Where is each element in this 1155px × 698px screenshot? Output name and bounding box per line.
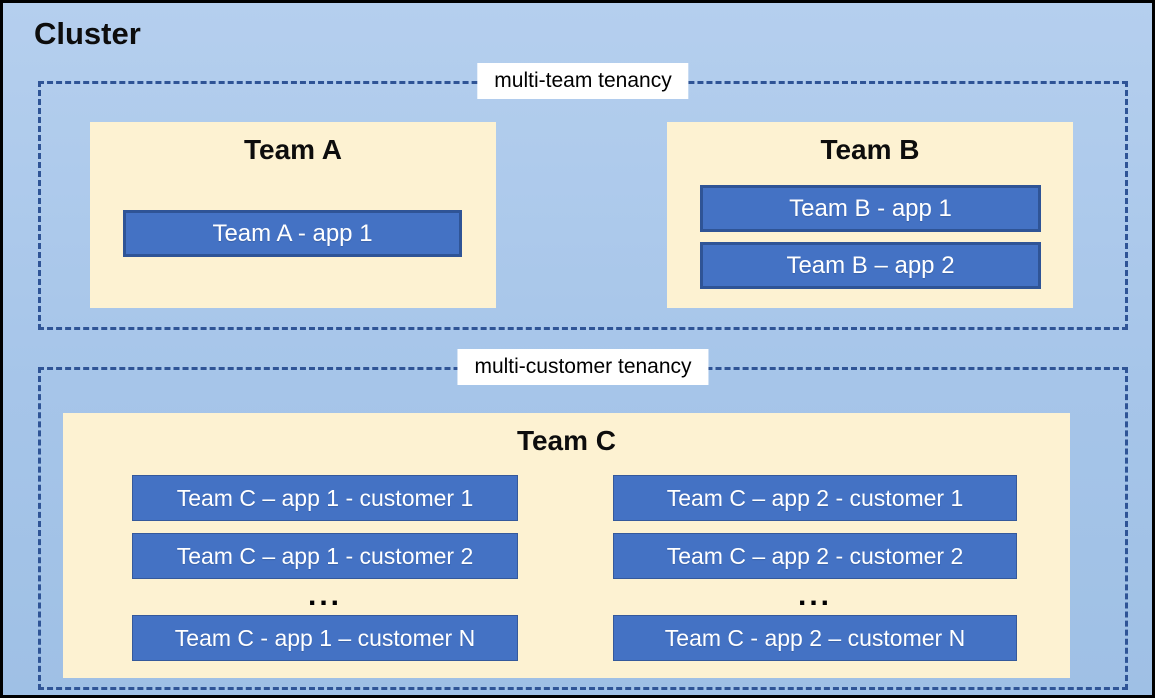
- team-b-app-1-box: Team B - app 1: [700, 185, 1041, 232]
- team-b-title: Team B: [820, 134, 920, 165]
- team-c-app2-customer1-box: Team C – app 2 - customer 1: [613, 475, 1017, 521]
- team-c-app1-customer2-box: Team C – app 1 - customer 2: [132, 533, 518, 579]
- team-c-app2-ellipsis: ...: [797, 579, 832, 612]
- team-c-app1-customerN-box: Team C - app 1 – customer N: [132, 615, 518, 661]
- team-c-title: Team C: [516, 425, 617, 456]
- multi-customer-tenancy-label: multi-customer tenancy: [457, 349, 709, 386]
- multi-team-tenancy-label: multi-team tenancy: [477, 63, 689, 100]
- multi-team-tenancy-section: multi-team tenancy Team A Team A - app 1…: [38, 63, 1128, 330]
- team-c-panel: Team C Team C – app 1 - customer 1 Team …: [63, 413, 1070, 678]
- multi-customer-tenancy-section: multi-customer tenancy Team C Team C – a…: [38, 349, 1128, 690]
- cluster-title: Cluster: [34, 16, 141, 51]
- team-a-title: Team A: [243, 134, 343, 165]
- team-a-panel: Team A Team A - app 1: [90, 122, 496, 308]
- team-c-app2-customer2-box: Team C – app 2 - customer 2: [613, 533, 1017, 579]
- team-a-app-1-box: Team A - app 1: [123, 210, 462, 257]
- team-b-app-2-box: Team B – app 2: [700, 242, 1041, 289]
- team-c-app1-customer1-box: Team C – app 1 - customer 1: [132, 475, 518, 521]
- team-c-app2-customerN-box: Team C - app 2 – customer N: [613, 615, 1017, 661]
- team-b-panel: Team B Team B - app 1 Team B – app 2: [667, 122, 1073, 308]
- team-c-app1-ellipsis: ...: [307, 579, 342, 612]
